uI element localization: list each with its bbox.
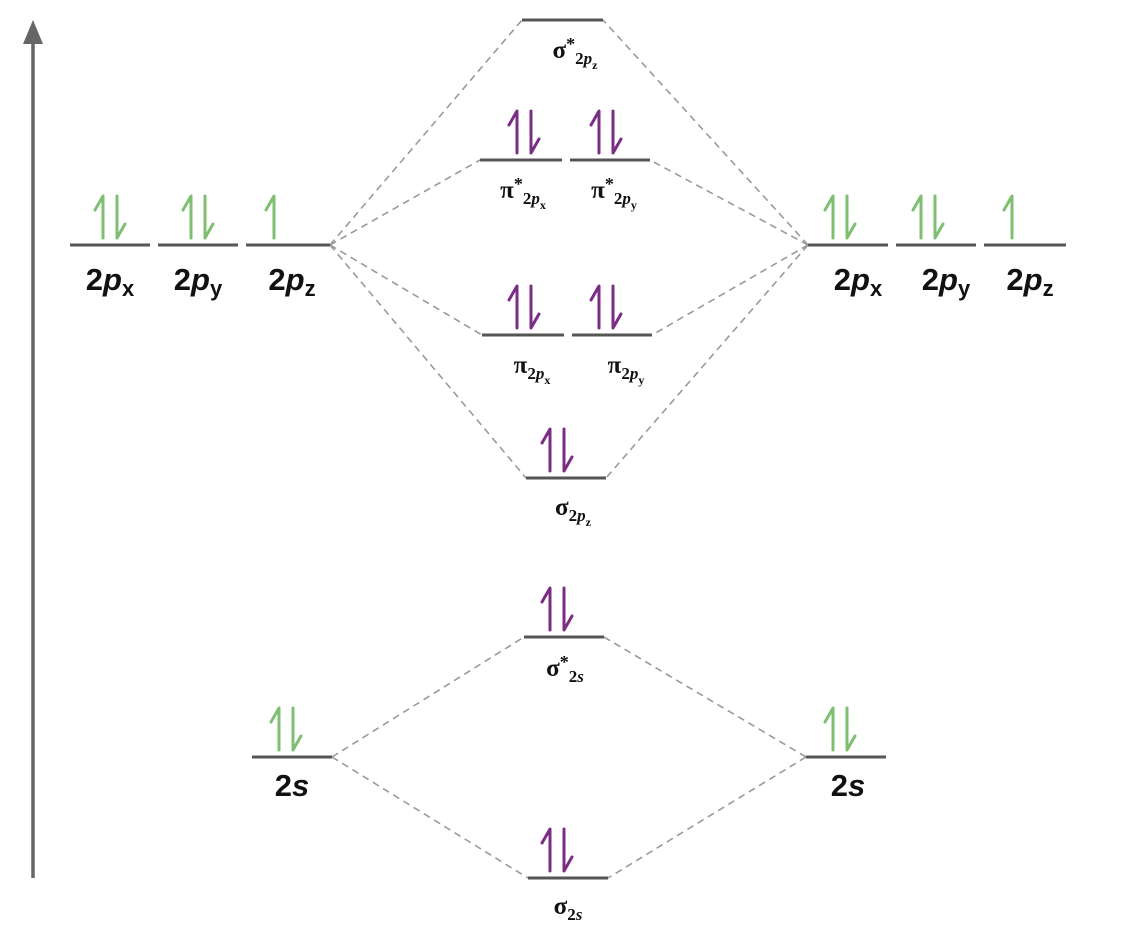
electron-down-arrow: [529, 284, 541, 330]
corr-left-2s-sigma-star-2s: [331, 636, 525, 758]
electron-up-arrow: [264, 194, 276, 240]
orbital-label: 2px: [834, 262, 883, 301]
right-orbital-2pz: 2pz: [984, 194, 1066, 301]
electron-down-arrow: [845, 194, 857, 240]
electron-up-arrow: [181, 194, 193, 240]
electron-arrows: [181, 194, 215, 240]
corr-right-2s-sigma-2s: [607, 756, 807, 879]
left-orbital-2pz: 2pz: [246, 194, 330, 301]
electron-arrows: [540, 586, 574, 632]
electron-down-arrow: [562, 427, 574, 473]
correlation-lines: [329, 19, 809, 879]
electron-arrows: [507, 284, 541, 330]
electron-down-arrow: [611, 284, 623, 330]
electron-arrows: [269, 706, 303, 752]
corr-left-2p-sigma-2pz: [329, 244, 527, 479]
electron-arrows: [1002, 194, 1014, 240]
electron-arrows: [540, 427, 574, 473]
mo-sigma-star-2s: σ*2s: [524, 586, 604, 686]
orbital-label: σ2pz: [555, 494, 592, 529]
corr-right-2s-sigma-star-2s: [603, 636, 807, 758]
right-orbital-2py: 2py: [896, 194, 976, 301]
electron-down-arrow: [291, 706, 303, 752]
electron-up-arrow: [823, 194, 835, 240]
orbital-label: 2s: [275, 768, 310, 803]
electron-up-arrow: [589, 109, 601, 155]
electron-up-arrow: [589, 284, 601, 330]
electron-arrows: [93, 194, 127, 240]
left-orbital-2py: 2py: [158, 194, 238, 301]
corr-left-2p-sigma-star-2pz: [329, 19, 523, 246]
electron-arrows: [823, 706, 857, 752]
electron-down-arrow: [529, 109, 541, 155]
electron-up-arrow: [1002, 194, 1014, 240]
orbital-label: 2s: [831, 768, 866, 803]
corr-left-2p-pi-star: [329, 159, 481, 246]
orbital-label: 2pz: [268, 262, 315, 301]
right-orbital-2px: 2px: [808, 194, 888, 301]
corr-right-2p-pi-star: [649, 159, 809, 246]
electron-down-arrow: [203, 194, 215, 240]
mo-pi-star-2py: π*2py: [570, 109, 650, 212]
orbital-label: π2py: [608, 352, 645, 387]
orbital-label: 2pz: [1006, 262, 1053, 301]
orbital-label: π2px: [514, 352, 551, 387]
right-orbital-2s: 2s: [806, 706, 886, 803]
right-atom-orbitals: 2px 2py 2pz 2s: [806, 194, 1066, 803]
orbital-label: 2py: [174, 262, 223, 301]
electron-arrows: [823, 194, 857, 240]
energy-axis-arrowhead: [23, 20, 43, 44]
electron-arrows: [540, 827, 574, 873]
electron-arrows: [264, 194, 276, 240]
left-orbital-2s: 2s: [252, 706, 332, 803]
electron-arrows: [589, 284, 623, 330]
electron-arrows: [911, 194, 945, 240]
electron-arrows: [589, 109, 623, 155]
orbital-label: π*2py: [591, 174, 637, 212]
mo-pi-star-2px: π*2px: [480, 109, 562, 212]
electron-arrows: [507, 109, 541, 155]
electron-up-arrow: [93, 194, 105, 240]
electron-up-arrow: [911, 194, 923, 240]
electron-down-arrow: [845, 706, 857, 752]
corr-right-2p-sigma-star-2pz: [602, 19, 809, 246]
mo-pi-2px: π2px: [482, 284, 564, 387]
electron-up-arrow: [540, 827, 552, 873]
orbital-label: σ2s: [554, 893, 583, 924]
left-atom-orbitals: 2px 2py 2pz 2s: [70, 194, 332, 803]
left-orbital-2px: 2px: [70, 194, 150, 301]
electron-up-arrow: [823, 706, 835, 752]
orbital-label: σ*2s: [546, 652, 584, 686]
electron-down-arrow: [115, 194, 127, 240]
orbital-label: 2py: [922, 262, 971, 301]
electron-down-arrow: [611, 109, 623, 155]
corr-right-2p-sigma-2pz: [605, 244, 809, 479]
mo-sigma-2s: σ2s: [528, 827, 608, 924]
electron-down-arrow: [933, 194, 945, 240]
mo-pi-2py: π2py: [572, 284, 652, 387]
electron-down-arrow: [562, 827, 574, 873]
mo-sigma-2pz: σ2pz: [526, 427, 606, 529]
corr-right-2p-pi: [651, 244, 809, 336]
orbital-label: 2px: [86, 262, 135, 301]
electron-up-arrow: [507, 109, 519, 155]
orbital-label: π*2px: [500, 174, 546, 212]
corr-left-2s-sigma-2s: [331, 756, 529, 879]
mo-sigma-star-2pz: σ*2pz: [522, 18, 603, 72]
electron-up-arrow: [540, 427, 552, 473]
molecular-orbitals: σ*2pz π*2px π*2py π2px π2py σ2pz: [480, 18, 652, 924]
electron-down-arrow: [562, 586, 574, 632]
corr-left-2p-pi: [329, 244, 483, 336]
orbital-label: σ*2pz: [553, 34, 599, 72]
electron-up-arrow: [269, 706, 281, 752]
electron-up-arrow: [540, 586, 552, 632]
electron-up-arrow: [507, 284, 519, 330]
